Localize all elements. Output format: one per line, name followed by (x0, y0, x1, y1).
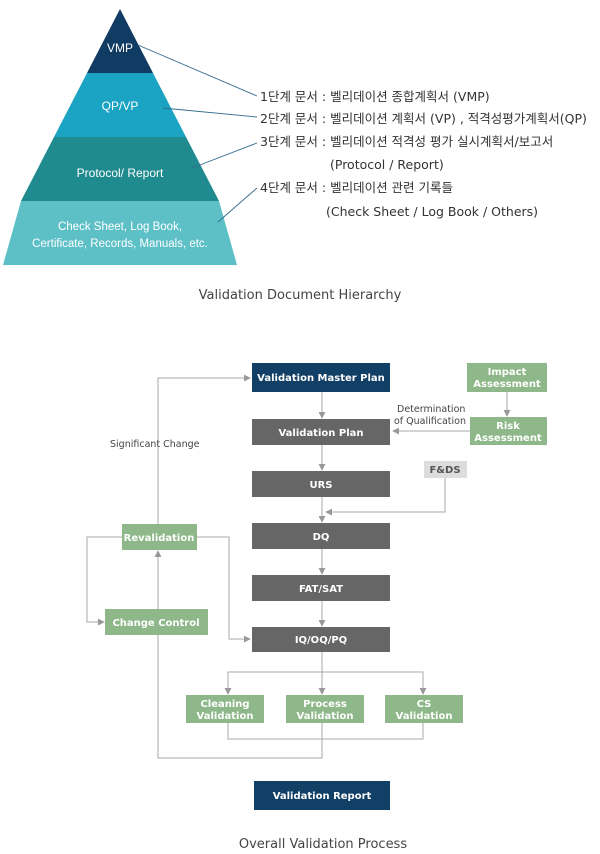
caption-hierarchy: Validation Document Hierarchy (199, 288, 402, 303)
revalidation-box (122, 524, 197, 550)
revalidation-label: Revalidation (124, 533, 195, 544)
impact-label-2: Assessment (473, 379, 541, 390)
vmp-box (252, 363, 390, 392)
iq-oq-pq-label: IQ/OQ/PQ (295, 635, 347, 646)
process-val-label-2: Validation (297, 711, 354, 722)
tier-label-records-2: Certificate, Records, Manuals, etc. (32, 238, 208, 250)
process-boxes: Validation Master Plan Validation Plan U… (105, 363, 547, 810)
validation-report-box (254, 781, 390, 810)
cleaning-label-2: Validation (197, 711, 254, 722)
significant-change-note: Significant Change (110, 439, 200, 450)
vmp-box-label: Validation Master Plan (257, 373, 385, 384)
change-control-box (105, 609, 208, 635)
impact-label-1: Impact (488, 367, 527, 378)
risk-assessment-box (470, 417, 547, 445)
fds-box (424, 461, 467, 478)
risk-label-2: Assessment (474, 433, 542, 444)
doc-level-4-sub: (Check Sheet / Log Book / Others) (326, 204, 538, 219)
doc-level-3: 3단계 문서 : 벨리데이션 적격성 평가 실시계획서/보고서 (260, 134, 553, 149)
pyramid-tier-4 (3, 201, 237, 265)
dq-box (252, 523, 390, 549)
validation-plan-box (252, 419, 390, 445)
urs-label: URS (309, 480, 332, 491)
determination-note-1: Determination (397, 404, 465, 415)
dq-label: DQ (313, 532, 330, 543)
pyramid-tier-1 (87, 9, 153, 73)
risk-label-1: Risk (496, 421, 520, 432)
doc-level-1: 1단계 문서 : 벨리데이션 종합계획서 (VMP) (260, 89, 490, 104)
caption-process: Overall Validation Process (239, 837, 407, 852)
determination-note-2: of Qualification (394, 416, 466, 427)
process-val-label-1: Process (303, 699, 347, 710)
tier-label-vmp: VMP (107, 41, 133, 55)
fat-sat-label: FAT/SAT (299, 584, 343, 595)
document-levels: 1단계 문서 : 벨리데이션 종합계획서 (VMP) 2단계 문서 : 벨리데이… (260, 89, 587, 219)
doc-level-4: 4단계 문서 : 벨리데이션 관련 기록들 (260, 180, 453, 195)
doc-level-2: 2단계 문서 : 벨리데이션 계획서 (VP) , 적격성평가계획서(QP) (260, 111, 587, 126)
pyramid: VMP QP/VP Protocol/ Report Check Sheet, … (3, 9, 237, 265)
pyramid-connectors (137, 44, 258, 223)
doc-level-3-sub: (Protocol / Report) (330, 157, 444, 172)
impact-assessment-box (467, 363, 547, 392)
pyramid-tier-2 (54, 73, 186, 137)
pyramid-tier-3 (21, 137, 219, 201)
urs-box (252, 471, 390, 497)
validation-report-label: Validation Report (273, 791, 372, 802)
cleaning-validation-box (186, 695, 264, 723)
iq-oq-pq-box (252, 627, 390, 652)
process-validation-box (286, 695, 364, 723)
cs-label-1: CS (417, 699, 432, 710)
validation-plan-label: Validation Plan (278, 428, 363, 439)
tier-label-records-1: Check Sheet, Log Book, (58, 221, 182, 233)
tier-label-protocol-report: Protocol/ Report (77, 166, 164, 180)
fds-label: F&DS (429, 465, 460, 476)
change-control-label: Change Control (112, 618, 199, 629)
fat-sat-box (252, 575, 390, 601)
cs-validation-box (385, 695, 463, 723)
tier-label-qp-vp: QP/VP (102, 99, 139, 113)
cs-label-2: Validation (396, 711, 453, 722)
cleaning-label-1: Cleaning (200, 699, 249, 710)
process-connectors (86, 374, 511, 759)
